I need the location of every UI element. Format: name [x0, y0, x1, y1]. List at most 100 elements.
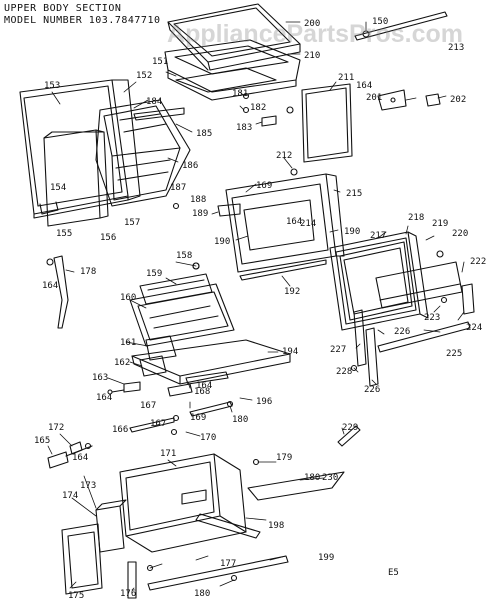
part-label-179: 179 [276, 453, 292, 463]
leader-lines [47, 21, 465, 591]
part-label-161: 161 [120, 338, 136, 348]
part-label-226: 226 [364, 385, 380, 395]
part-label-157: 157 [124, 218, 140, 228]
part-label-168: 168 [194, 387, 210, 397]
oven-door [329, 231, 429, 331]
part-label-189: 189 [192, 209, 208, 219]
hinge-brackets [350, 309, 379, 387]
part-label-190: 190 [344, 227, 360, 237]
part-label-180: 180 [232, 415, 248, 425]
part-label-211: 211 [338, 73, 354, 83]
part-label-164: 164 [356, 81, 372, 91]
bracket [377, 89, 441, 111]
part-label-150: 150 [372, 17, 388, 27]
part-label-215: 215 [346, 189, 362, 199]
part-label-220: 220 [452, 229, 468, 239]
part-label-165: 165 [34, 436, 50, 446]
part-label-199: 199 [318, 553, 334, 563]
part-label-166: 166 [112, 425, 128, 435]
part-label-210: 210 [304, 51, 320, 61]
part-label-176: 176 [120, 589, 136, 599]
part-label-182: 182 [250, 103, 266, 113]
part-label-158: 158 [176, 251, 192, 261]
part-label-170: 170 [200, 433, 216, 443]
part-label-201: 201 [366, 93, 382, 103]
left-side-panel [19, 79, 141, 219]
burner-assembly [129, 262, 235, 347]
part-label-169: 169 [190, 413, 206, 423]
part-label-224: 224 [466, 323, 482, 333]
front-panel [43, 129, 109, 227]
part-label-188: 188 [190, 195, 206, 205]
part-label-185: 185 [196, 129, 212, 139]
rod-213 [354, 11, 448, 41]
part-label-186: 186 [182, 161, 198, 171]
part-label-163: 163 [92, 373, 108, 383]
door-liner [375, 250, 475, 353]
part-label-214: 214 [300, 219, 316, 229]
door-frame [217, 173, 345, 273]
part-label-180: 180 [304, 473, 320, 483]
part-label-213: 213 [448, 43, 464, 53]
part-label-169: 169 [256, 181, 272, 191]
part-label-219: 219 [432, 219, 448, 229]
part-label-164: 164 [72, 453, 88, 463]
diagram-code: E5 [388, 568, 399, 578]
part-label-181: 181 [232, 89, 248, 99]
part-label-162: 162 [114, 358, 130, 368]
part-label-200: 200 [304, 19, 320, 29]
part-label-225: 225 [446, 349, 462, 359]
oven-cavity [95, 99, 191, 207]
gasket-panel [247, 425, 361, 501]
drawer-side [95, 499, 127, 553]
drawer-front [61, 523, 103, 595]
model-number-line: MODEL NUMBER 103.7847710 [4, 15, 161, 26]
bottom-tray [131, 339, 291, 385]
rod-192 [239, 259, 327, 281]
burner-bracket [107, 335, 229, 397]
part-label-164: 164 [286, 217, 302, 227]
part-label-155: 155 [56, 229, 72, 239]
part-label-192: 192 [284, 287, 300, 297]
part-label-187: 187 [170, 183, 186, 193]
part-label-152: 152 [136, 71, 152, 81]
part-label-154: 154 [50, 183, 66, 193]
section-title: UPPER BODY SECTION [4, 3, 122, 14]
part-label-156: 156 [100, 233, 116, 243]
part-label-160: 160 [120, 293, 136, 303]
part-label-217: 217 [370, 231, 386, 241]
part-label-159: 159 [146, 269, 162, 279]
part-label-218: 218 [408, 213, 424, 223]
part-label-175: 175 [68, 591, 84, 600]
part-label-202: 202 [450, 95, 466, 105]
part-label-183: 183 [236, 123, 252, 133]
part-label-226: 226 [394, 327, 410, 337]
part-label-230: 230 [322, 473, 338, 483]
part-label-172: 172 [48, 423, 64, 433]
drawer-rails [127, 513, 289, 599]
part-label-167: 167 [150, 419, 166, 429]
igniter [47, 441, 93, 469]
part-label-227: 227 [330, 345, 346, 355]
part-label-164: 164 [196, 381, 212, 391]
part-label-173: 173 [80, 481, 96, 491]
part-label-151: 151 [152, 57, 168, 67]
part-label-223: 223 [424, 313, 440, 323]
part-label-196: 196 [256, 397, 272, 407]
part-label-184: 184 [146, 97, 162, 107]
part-label-228: 228 [336, 367, 352, 377]
right-side-panel [301, 83, 353, 163]
part-label-167: 167 [140, 401, 156, 411]
watermark: AppliancePartsPros.com [167, 20, 463, 48]
part-label-180: 180 [194, 589, 210, 599]
drawer [119, 453, 260, 553]
part-label-174: 174 [62, 491, 78, 501]
part-label-164: 164 [42, 281, 58, 291]
part-label-222: 222 [470, 257, 486, 267]
part-label-171: 171 [160, 449, 176, 459]
part-label-153: 153 [44, 81, 60, 91]
part-label-212: 212 [276, 151, 292, 161]
